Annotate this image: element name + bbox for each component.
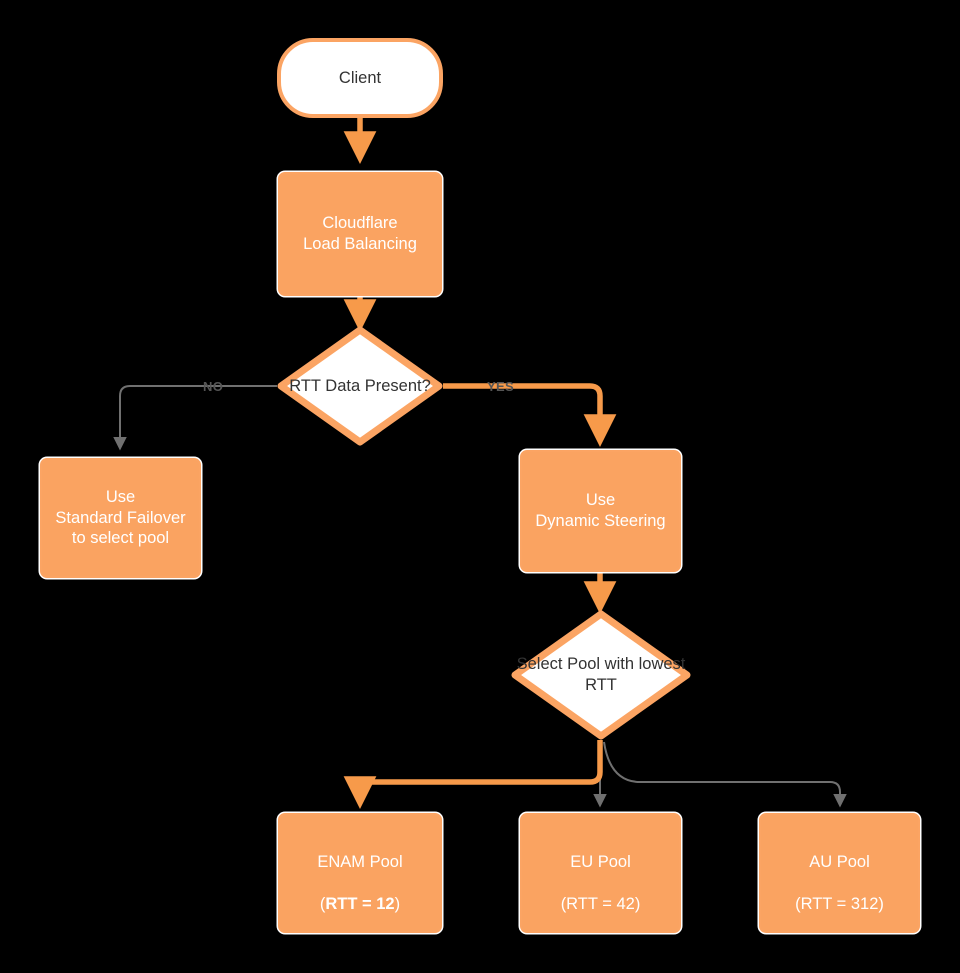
node-au-pool[interactable]: AU Pool (RTT = 312) xyxy=(759,813,920,933)
diamond-shape-select-pool xyxy=(511,610,691,740)
edge-select-pool-to-enam-pool xyxy=(343,740,603,809)
node-dynamic-steering-label: Use Dynamic Steering xyxy=(535,491,666,530)
node-eu-pool-title: EU Pool xyxy=(570,853,631,872)
diamond-shape-rtt xyxy=(277,326,443,446)
node-au-pool-label: AU Pool (RTT = 312) xyxy=(761,831,918,915)
node-cloudflare-load-balancing[interactable]: Cloudflare Load Balancing xyxy=(278,172,442,296)
node-dynamic-steering[interactable]: Use Dynamic Steering xyxy=(520,450,681,572)
node-client[interactable]: Client xyxy=(277,38,443,118)
node-client-label: Client xyxy=(338,68,382,87)
edge-label-yes: YES xyxy=(487,379,514,394)
node-enam-pool-rtt-value: RTT = 12 xyxy=(325,894,395,913)
node-select-pool-label: Select Pool with lowest RTT xyxy=(516,655,686,694)
node-rtt-data-present-label: RTT Data Present? xyxy=(289,376,431,395)
edge-rtt-decision-no-to-failover xyxy=(113,385,277,451)
node-enam-pool-rtt-close: ) xyxy=(394,894,401,913)
node-rtt-data-present-decision[interactable]: RTT Data Present? xyxy=(277,326,443,446)
node-enam-pool-label: ENAM Pool (RTT = 12) xyxy=(280,831,440,915)
node-standard-failover[interactable]: Use Standard Failover to select pool xyxy=(40,458,201,578)
node-standard-failover-label: Use Standard Failover to select pool xyxy=(55,487,186,548)
node-enam-pool[interactable]: ENAM Pool (RTT = 12) xyxy=(278,813,442,933)
edge-select-pool-to-au-pool xyxy=(603,741,847,808)
node-enam-pool-title: ENAM Pool xyxy=(317,853,403,872)
node-select-pool-decision[interactable]: Select Pool with lowest RTT xyxy=(511,610,691,740)
node-eu-pool-label: EU Pool (RTT = 42) xyxy=(522,831,679,915)
node-au-pool-title: AU Pool xyxy=(809,853,870,872)
node-cloudflare-load-balancing-label: Cloudflare Load Balancing xyxy=(303,214,417,253)
node-eu-pool-rtt: (RTT = 42) xyxy=(560,894,641,913)
node-eu-pool[interactable]: EU Pool (RTT = 42) xyxy=(520,813,681,933)
edge-rtt-decision-yes-to-dynamic-steering xyxy=(443,383,617,447)
node-au-pool-rtt: (RTT = 312) xyxy=(795,894,884,913)
node-enam-pool-rtt-open: ( xyxy=(319,894,326,913)
edge-label-no: NO xyxy=(203,379,224,394)
